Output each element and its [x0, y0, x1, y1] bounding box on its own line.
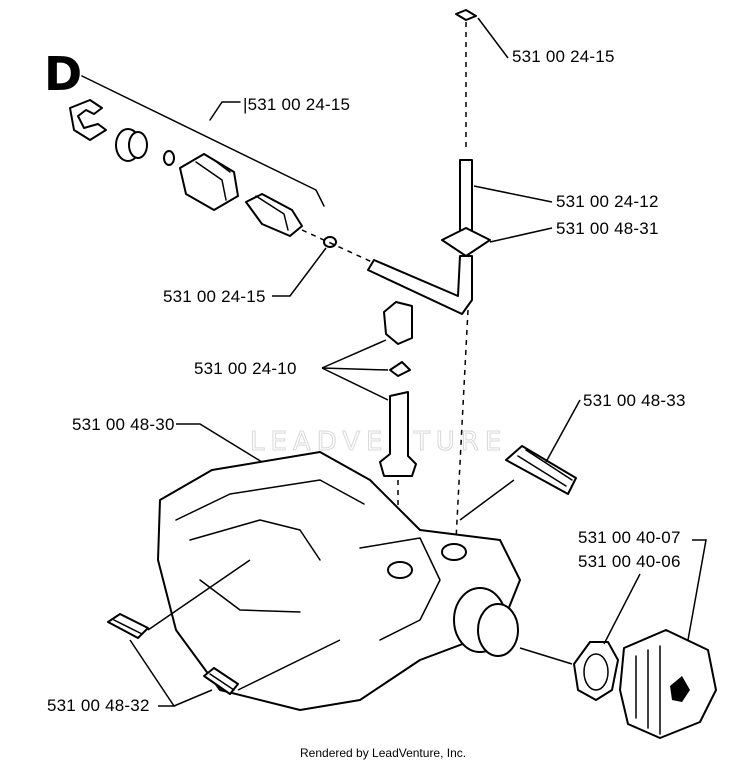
fuel-pipe-upper	[459, 159, 473, 237]
fuel-pipe-assembly	[367, 9, 491, 541]
filter-ring-inner	[128, 131, 148, 159]
label-top-clip: 531 00 24-15	[512, 47, 615, 66]
footer-credit: Rendered by LeadVenture, Inc.	[300, 746, 466, 760]
label-cap-1: 531 00 40-07	[578, 528, 681, 547]
cap-gasket	[573, 641, 619, 701]
pipe-hole	[441, 543, 467, 561]
grommet	[441, 227, 491, 257]
label-hose-clip: 531 00 24-15	[163, 287, 266, 306]
small-o-ring	[163, 150, 175, 166]
filter-element	[245, 193, 303, 237]
group-bracket	[81, 75, 325, 207]
label-cap-2: 531 00 40-06	[578, 552, 681, 571]
fuel-pipe-bend	[367, 255, 473, 315]
label-grommet: 531 00 48-31	[556, 219, 659, 238]
valve-hole	[387, 561, 413, 579]
fuel-cap	[619, 629, 717, 739]
label-dampers-left: 531 00 48-32	[47, 696, 150, 715]
label-filter-assembly: |531 00 24-15	[243, 95, 350, 114]
fuel-cap-assembly	[519, 629, 717, 739]
watermark: LEADVENTURE	[250, 427, 507, 457]
top-clip	[455, 9, 477, 21]
group-bracket-top	[209, 101, 241, 121]
retaining-clip	[69, 99, 107, 141]
label-valve: 531 00 24-10	[194, 359, 297, 378]
label-damper-right: 531 00 48-33	[583, 391, 686, 410]
damper-right	[459, 445, 577, 521]
label-fuel-pipe: 531 00 24-12	[556, 192, 659, 211]
valve-top	[383, 301, 413, 345]
fuel-tank	[157, 451, 521, 711]
valve-body	[379, 391, 417, 477]
label-tank: 531 00 48-30	[72, 415, 175, 434]
dampers-left	[107, 559, 341, 695]
fuel-symbol-icon	[670, 676, 690, 702]
valve-oring	[389, 361, 411, 377]
filler-neck-rim	[477, 603, 519, 657]
filter-body	[179, 153, 239, 211]
section-letter: D	[44, 47, 82, 101]
fuel-filter-assembly	[69, 75, 373, 263]
valve-assembly	[321, 301, 417, 548]
